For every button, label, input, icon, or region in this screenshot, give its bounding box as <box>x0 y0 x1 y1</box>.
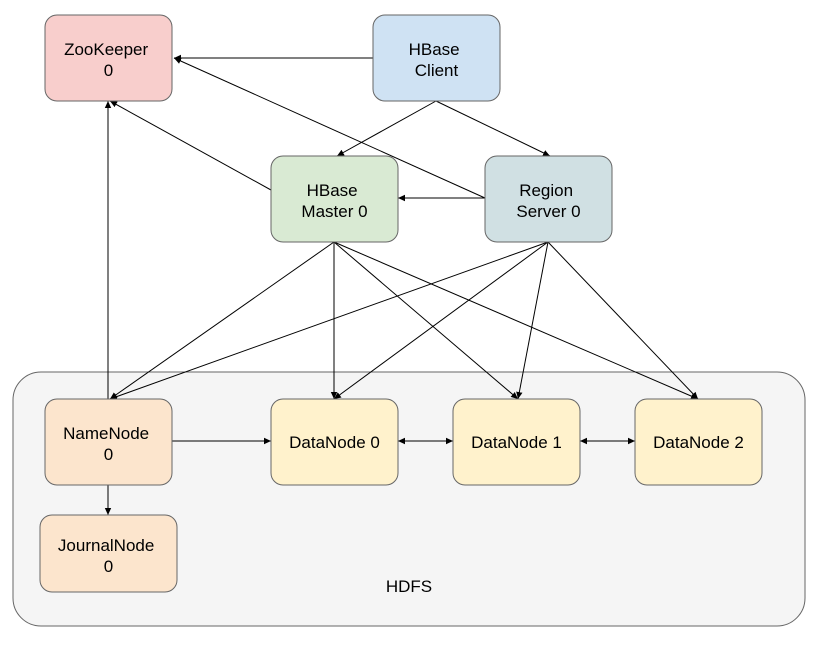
hbase-master-node: HBase Master 0 <box>270 155 399 243</box>
edge-hbase-master-to-datanode-1 <box>333 241 519 400</box>
namenode-label-line-1: NameNode <box>63 424 149 443</box>
hbase-client-label-line-2: Client <box>415 61 459 80</box>
edge-region-server-to-datanode-0 <box>333 241 549 400</box>
namenode-label-line-2: 0 <box>104 445 113 464</box>
namenode-node: NameNode 0 <box>44 398 173 486</box>
datanode-2-box <box>634 398 763 486</box>
edges <box>104 54 699 515</box>
datanode-0-label: DataNode 0 <box>289 433 380 452</box>
datanode-0-node: DataNode 0 <box>270 398 399 486</box>
edge-region-server-to-zookeeper <box>173 57 486 199</box>
journalnode-node: JournalNode 0 <box>39 514 178 593</box>
hdfs-region: HDFS <box>12 371 806 627</box>
hbase-client-node: HBase Client <box>372 14 501 102</box>
zookeeper-node: ZooKeeper 0 <box>44 14 173 102</box>
namenode-box <box>44 398 173 486</box>
edge-hbase-client-to-region-server <box>435 100 551 157</box>
edge-hbase-client-to-hbase-master <box>336 100 437 157</box>
hdfs-region-label: HDFS <box>386 577 432 596</box>
journalnode-label-line-2: 0 <box>104 557 113 576</box>
hbase-client-box <box>372 14 501 102</box>
edge-hbase-master-to-namenode <box>109 241 335 400</box>
zookeeper-label: ZooKeeper 0 <box>64 40 153 80</box>
region-server-box <box>484 155 613 243</box>
region-server-label: Region Server 0 <box>516 181 580 221</box>
datanode-1-node: DataNode 1 <box>452 398 581 486</box>
zookeeper-label-line-1: ZooKeeper <box>64 40 148 59</box>
datanode-2-label: DataNode 2 <box>653 433 744 452</box>
zookeeper-box <box>44 14 173 102</box>
hbase-master-label-line-1: HBase <box>307 181 358 200</box>
edge-region-server-to-namenode <box>109 241 549 400</box>
hbase-master-label-line-2: Master 0 <box>301 202 367 221</box>
namenode-label: NameNode 0 <box>63 424 154 464</box>
journalnode-label-line-1: JournalNode <box>58 536 154 555</box>
region-server-label-line-1: Region <box>519 181 573 200</box>
hbase-master-label: HBase Master 0 <box>301 181 367 221</box>
nodes: ZooKeeper 0 HBase Client HBase Master 0 … <box>39 14 763 593</box>
datanode-1-box <box>452 398 581 486</box>
journalnode-label: JournalNode 0 <box>58 536 159 576</box>
edge-hbase-master-to-zookeeper <box>109 100 272 191</box>
datanode-2-node: DataNode 2 <box>634 398 763 486</box>
edge-hbase-master-to-datanode-2 <box>333 241 699 400</box>
edge-region-server-to-datanode-2 <box>547 241 699 400</box>
edge-region-server-to-datanode-1 <box>516 241 549 400</box>
region-server-label-line-2: Server 0 <box>516 202 580 221</box>
hbase-client-label: HBase Client <box>409 40 465 80</box>
journalnode-box <box>39 514 178 593</box>
hbase-master-box <box>270 155 399 243</box>
hbase-client-label-line-1: HBase <box>409 40 460 59</box>
datanode-1-label: DataNode 1 <box>471 433 562 452</box>
datanode-0-box <box>270 398 399 486</box>
region-server-node: Region Server 0 <box>484 155 613 243</box>
zookeeper-label-line-2: 0 <box>104 61 113 80</box>
hdfs-region-box <box>12 371 806 627</box>
